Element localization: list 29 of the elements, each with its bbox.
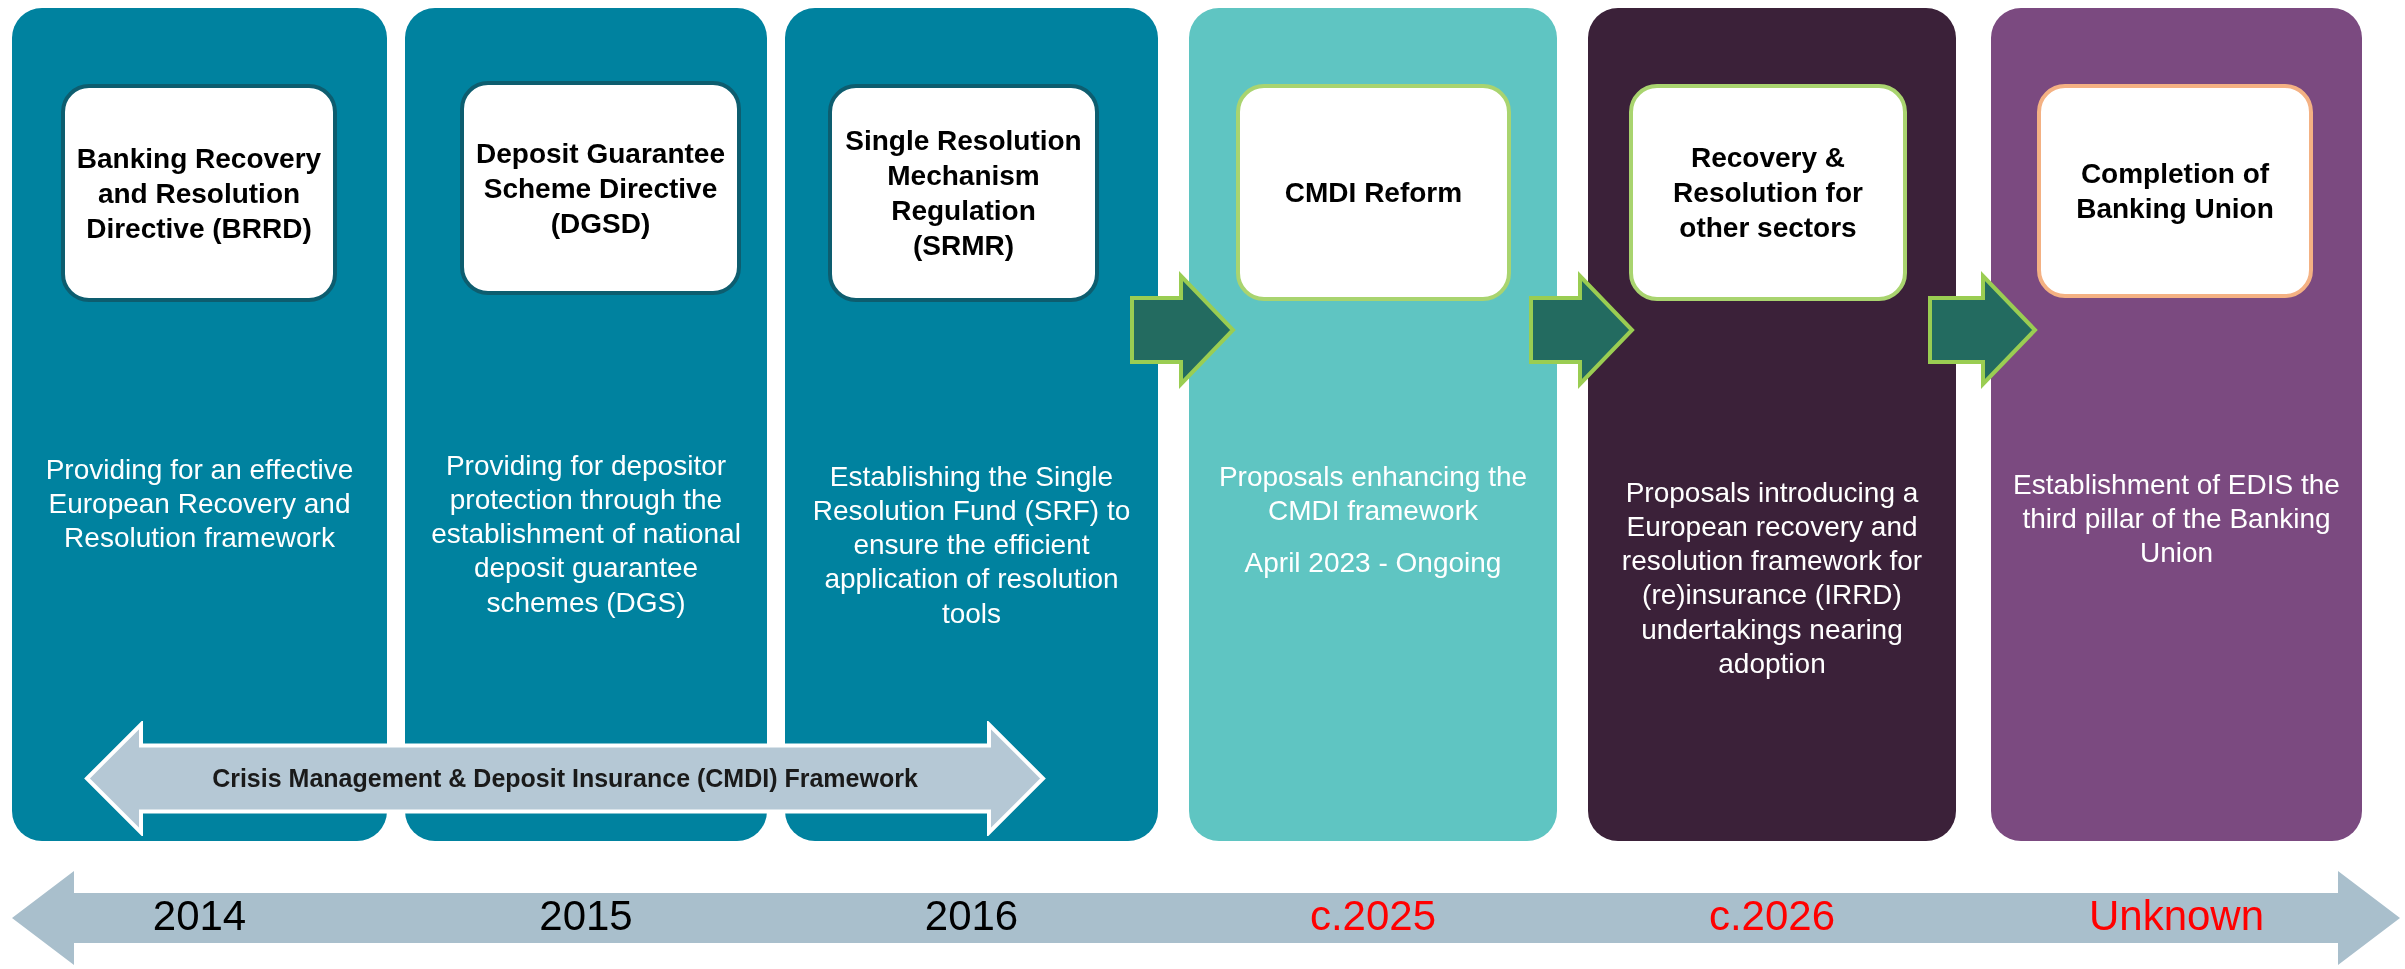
title-text: Deposit Guarantee Scheme Directive (DGSD) bbox=[475, 136, 726, 241]
title-box bbox=[1236, 84, 1511, 301]
title-text: Single Resolution Mechanism Regulation (SRMR) bbox=[844, 124, 1083, 263]
title-text: CMDI Reform bbox=[1284, 176, 1463, 210]
year-label: c.2025 bbox=[1308, 892, 1438, 940]
description-text: April 2023 - Ongoing bbox=[1244, 546, 1502, 581]
title-box bbox=[2037, 84, 2313, 298]
year-label: c.2026 bbox=[1707, 892, 1837, 940]
description-text: Establishing the Single Resolution Fund (SRF) to ensure the efficient application of resolution tools bbox=[811, 460, 1132, 631]
year-label: 2014 bbox=[151, 892, 248, 940]
year-label: Unknown bbox=[2087, 892, 2266, 940]
title-box bbox=[1629, 84, 1907, 301]
year-label: 2016 bbox=[923, 892, 1020, 940]
description-text: Providing for an effective European Recovery and Resolution framework bbox=[44, 453, 355, 556]
block-arrow bbox=[1928, 271, 2038, 389]
description-text: Proposals introducing a European recovery and resolution framework for (re)insurance (IRRD) undertakings nearing adoption bbox=[1620, 476, 1924, 681]
description-text: Proposals enhancing the CMDI framework bbox=[1217, 460, 1529, 529]
title-text: Recovery & Resolution for other sectors bbox=[1672, 141, 1864, 245]
title-box bbox=[61, 84, 337, 302]
description-text: Providing for depositor protection through the establishment of national deposit guarantee schemes (DGS) bbox=[430, 449, 742, 620]
year-label: 2015 bbox=[538, 892, 634, 940]
band-label: Crisis Management & Deposit Insurance (CMDI) Framework bbox=[212, 764, 918, 793]
description-text: Establishment of EDIS the third pillar of the Banking Union bbox=[2012, 468, 2341, 571]
title-text: Banking Recovery and Resolution Directive (BRRD) bbox=[75, 141, 323, 246]
title-text: Completion of Banking Union bbox=[2075, 157, 2275, 226]
title-box bbox=[460, 81, 741, 295]
title-box bbox=[828, 84, 1099, 302]
block-arrow bbox=[1130, 271, 1236, 389]
block-arrow bbox=[1529, 271, 1635, 389]
